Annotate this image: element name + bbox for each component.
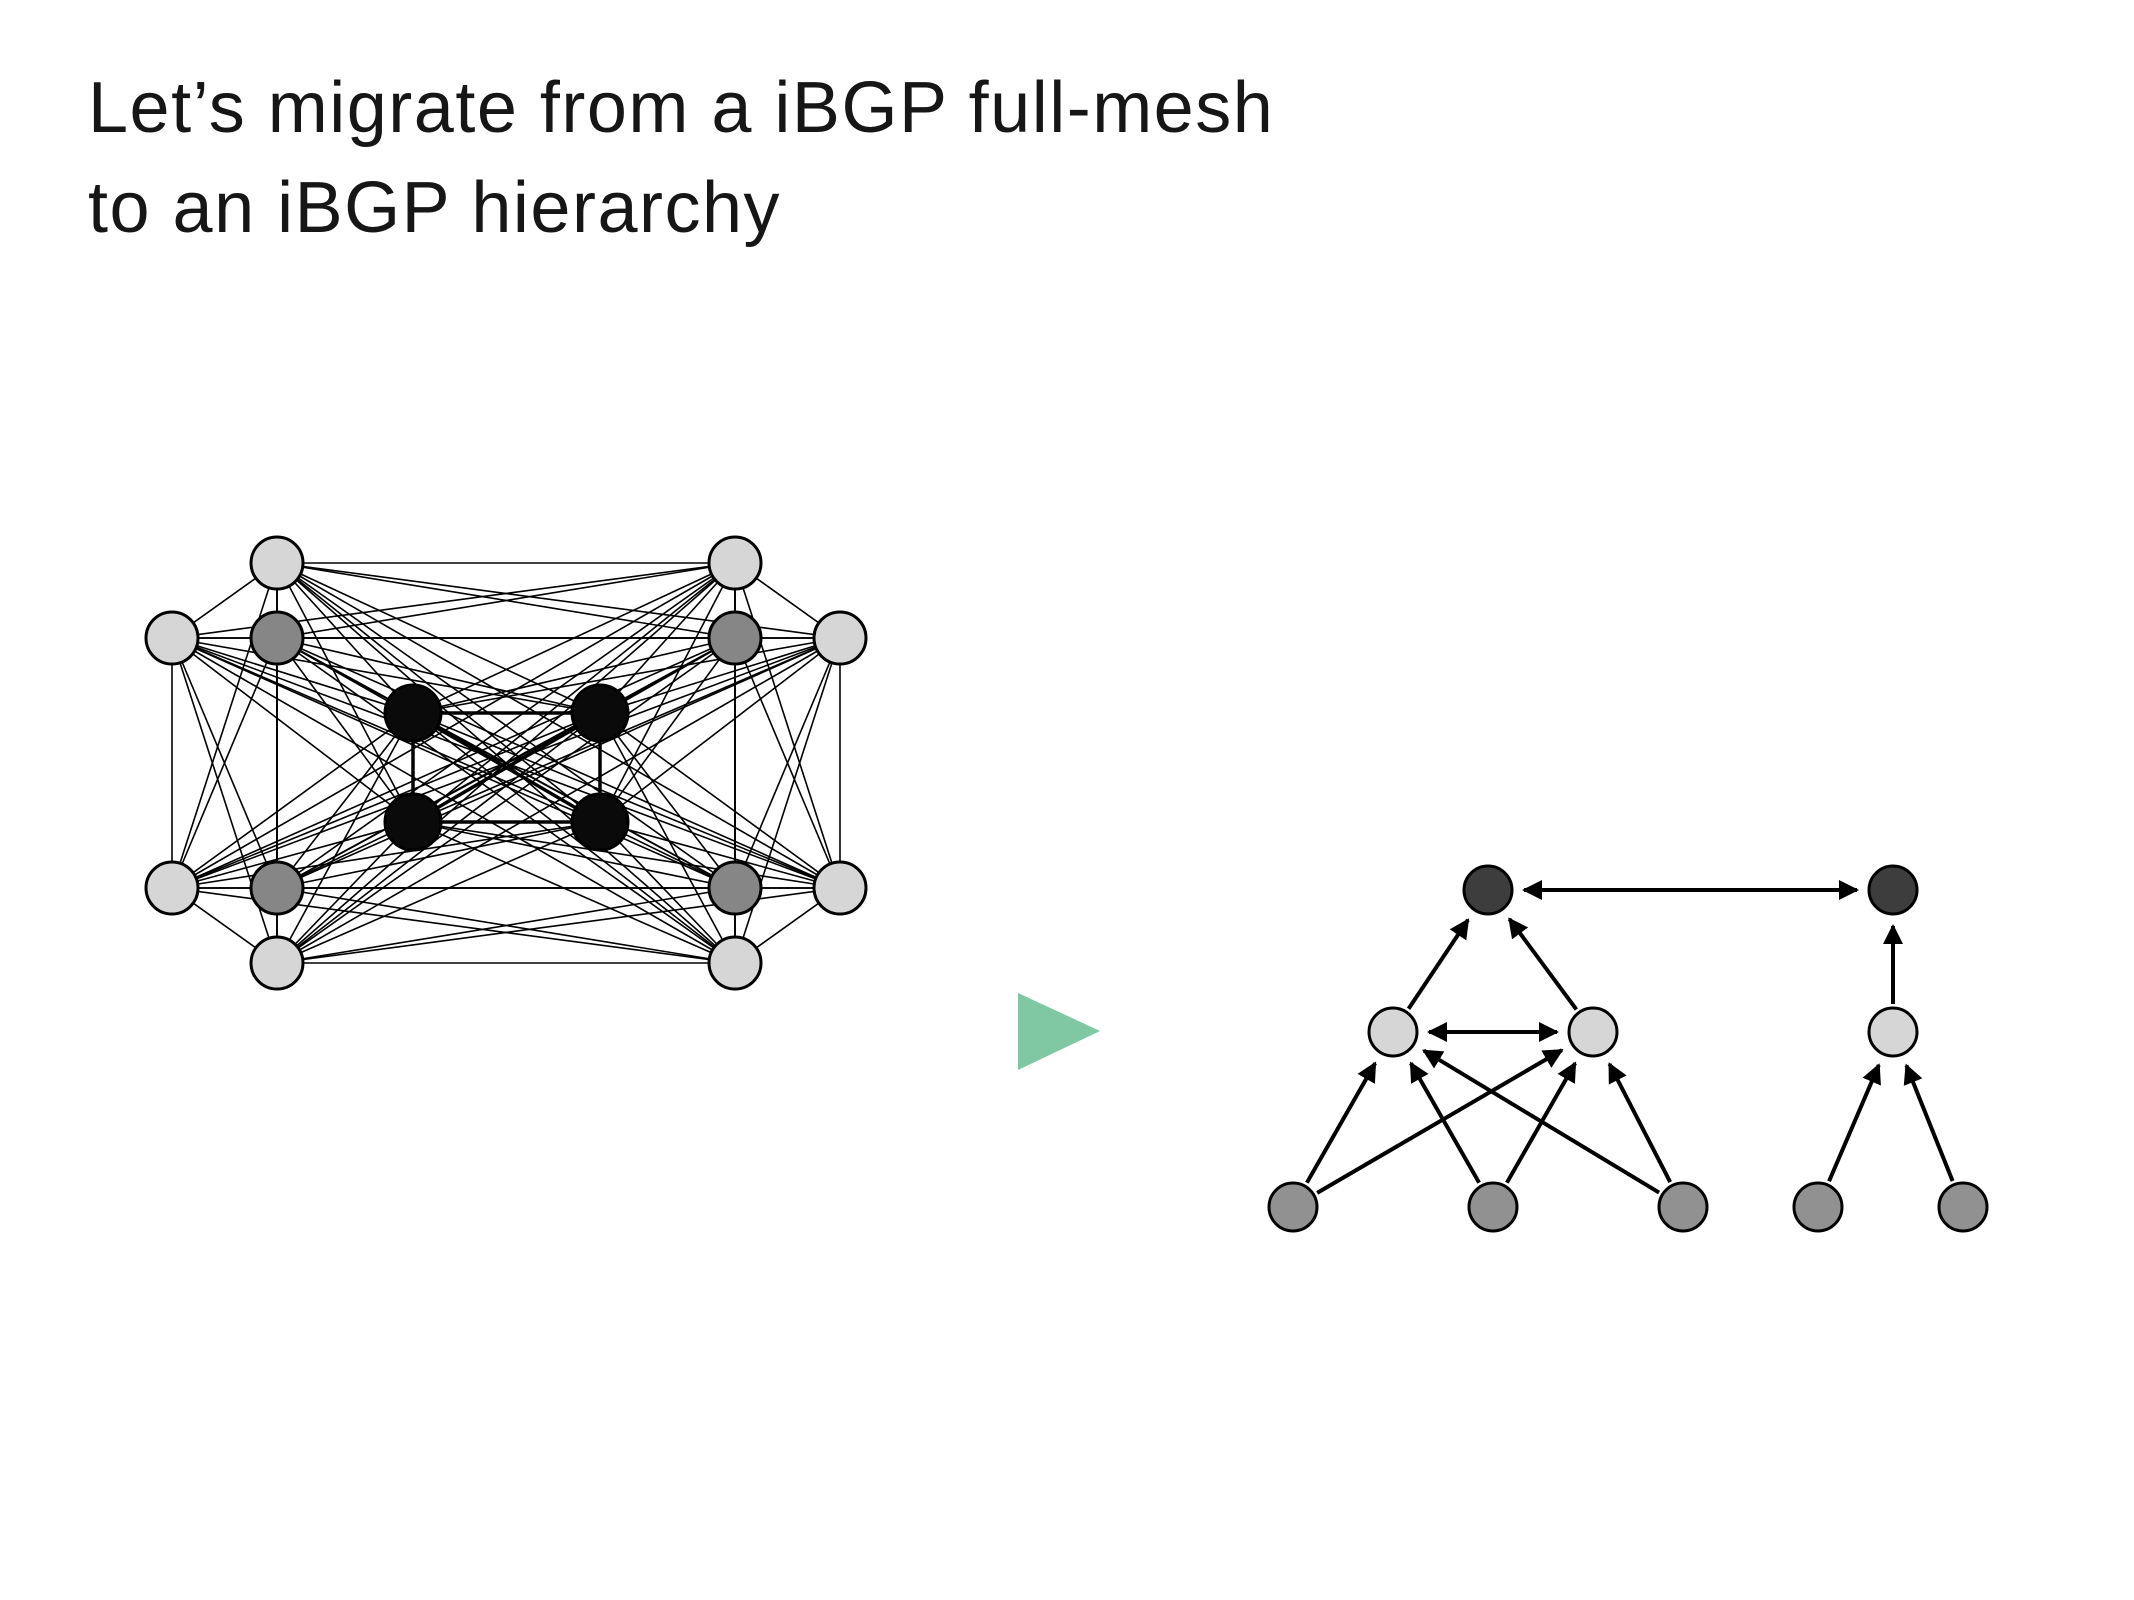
router-node-core-2 <box>570 683 630 743</box>
mesh-session-line <box>171 637 278 889</box>
mesh-session-line <box>412 711 601 824</box>
full-mesh-diagram <box>144 535 868 991</box>
router-node-tr-b <box>812 610 868 666</box>
router-node-bl-b <box>249 935 305 991</box>
mesh-session-line <box>599 821 736 964</box>
mesh-session-line <box>171 712 601 889</box>
router-node-core-1 <box>383 683 443 743</box>
mesh-session-line <box>412 637 736 714</box>
router-node-leaf-3 <box>1657 1181 1709 1233</box>
router-node-leaf-4 <box>1792 1181 1844 1233</box>
mesh-session-line <box>412 637 841 823</box>
mesh-session-line <box>171 712 414 889</box>
router-node-top-1 <box>1462 864 1514 916</box>
ibgp-session-arrow <box>1305 1061 1377 1184</box>
router-node-mid-1 <box>1367 1006 1419 1058</box>
mesh-session-line <box>171 821 414 889</box>
router-node-tr-c <box>707 610 763 666</box>
router-node-core-3 <box>383 792 443 852</box>
router-node-leaf-5 <box>1937 1181 1989 1233</box>
mesh-session-line <box>171 637 414 823</box>
mesh-session-line <box>412 562 736 823</box>
mesh-session-line <box>276 637 601 714</box>
mesh-session-line <box>276 562 841 889</box>
router-node-tr-a <box>707 535 763 591</box>
mesh-session-line <box>412 821 841 889</box>
title-line-1: Let’s migrate from a iBGP full-mesh <box>88 68 1275 148</box>
mesh-session-line <box>276 712 601 889</box>
mesh-session-line <box>412 712 841 889</box>
mesh-session-line <box>276 712 414 889</box>
mesh-session-line <box>276 712 414 964</box>
ibgp-session-arrow <box>1607 1062 1672 1184</box>
router-node-mid-2 <box>1567 1006 1619 1058</box>
mesh-session-line <box>734 637 841 964</box>
ibgp-session-arrow <box>1903 1063 1955 1182</box>
mesh-session-line <box>276 712 601 964</box>
mesh-session-line <box>171 637 736 964</box>
mesh-session-line <box>599 712 841 889</box>
mesh-session-line <box>599 712 736 889</box>
ibgp-session-arrow <box>1406 918 1470 1010</box>
mesh-session-line <box>171 562 278 889</box>
mesh-session-line <box>734 562 841 889</box>
title-line-2: to an iBGP hierarchy <box>88 168 782 248</box>
mesh-session-line <box>276 821 414 964</box>
mesh-session-line <box>171 637 601 823</box>
mesh-session-line <box>599 821 841 889</box>
ibgp-session-arrow <box>1422 1048 1661 1195</box>
mesh-session-line <box>171 637 736 889</box>
router-node-leaf-1 <box>1267 1181 1319 1233</box>
mesh-session-line <box>276 887 736 964</box>
mesh-session-line <box>734 637 841 889</box>
mesh-session-line <box>276 562 736 889</box>
mesh-session-line <box>171 637 601 714</box>
mesh-session-line <box>171 821 601 889</box>
router-node-br-c <box>707 860 763 916</box>
ibgp-session-arrow <box>1507 917 1578 1011</box>
mesh-session-line <box>412 637 841 714</box>
mesh-session-line <box>171 637 414 714</box>
router-node-tl-c <box>249 610 305 666</box>
mesh-session-line <box>599 712 736 964</box>
router-node-leaf-2 <box>1467 1181 1519 1233</box>
router-node-bl-a <box>144 860 200 916</box>
mesh-session-line <box>171 562 736 889</box>
ibgp-session-arrow <box>1827 1063 1881 1183</box>
router-node-top-2 <box>1867 864 1919 916</box>
router-node-br-b <box>707 935 763 991</box>
mesh-session-line <box>412 562 736 714</box>
ibgp-session-arrow <box>1409 1061 1481 1184</box>
mesh-session-line <box>276 637 736 964</box>
mesh-session-line <box>412 821 736 889</box>
mesh-session-line <box>599 637 841 823</box>
mesh-session-line <box>276 637 841 964</box>
router-node-bl-c <box>249 860 305 916</box>
slide-title: Let’s migrate from a iBGP full-mesh to a… <box>88 58 1274 258</box>
mesh-session-line <box>412 821 736 964</box>
ibgp-session-arrow <box>1316 1048 1564 1195</box>
mesh-session-line <box>599 637 736 823</box>
mesh-session-line <box>171 637 278 964</box>
mesh-session-line <box>599 637 841 714</box>
router-node-tl-a <box>249 535 305 591</box>
router-node-br-a <box>812 860 868 916</box>
router-node-tl-b <box>144 610 200 666</box>
transition-arrow <box>1018 993 1100 1070</box>
mesh-session-line <box>412 712 736 964</box>
mesh-session-line <box>276 562 736 639</box>
mesh-session-line <box>276 821 601 964</box>
mesh-session-line <box>276 821 601 889</box>
router-node-core-4 <box>570 792 630 852</box>
router-node-mid-3 <box>1867 1006 1919 1058</box>
hierarchy-diagram <box>1267 864 1989 1233</box>
mesh-session-line <box>412 712 736 889</box>
